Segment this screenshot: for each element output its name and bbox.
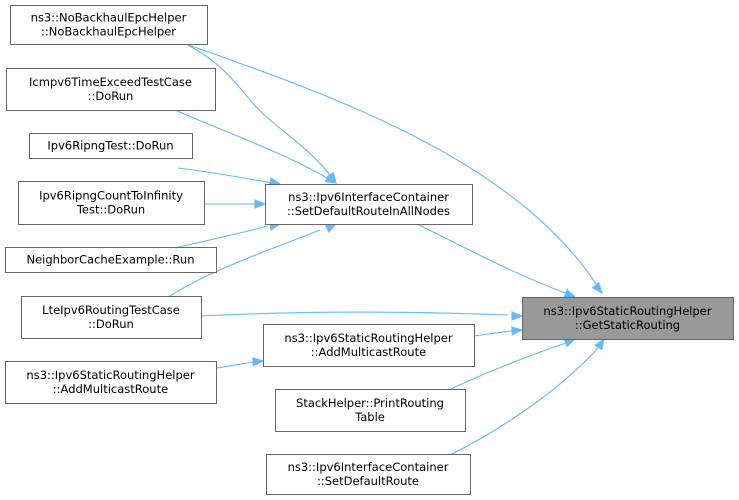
edge-arrowhead <box>324 223 338 233</box>
edge-arrowhead <box>511 311 524 321</box>
node-label-line: Ipv6RipngTest::DoRun <box>47 139 173 153</box>
node-label-line: ::NoBackhaulEpcHelper <box>41 25 176 39</box>
edge-line <box>185 43 603 294</box>
edge-lteipv6-to-getstatic <box>200 311 524 321</box>
edge-addmc_mid-to-getstatic <box>473 326 524 337</box>
edge-arrowhead <box>252 357 265 367</box>
edge-setdefaultall-to-getstatic <box>416 223 577 298</box>
node-box[interactable] <box>265 184 473 225</box>
edge-nobackhaul-to-getstatic <box>185 43 603 295</box>
node-nobackhaul[interactable]: ns3::NoBackhaulEpcHelper::NoBackhaulEpcH… <box>10 5 208 45</box>
node-box[interactable] <box>275 389 466 432</box>
node-lteipv6[interactable]: LteIpv6RoutingTestCase::DoRun <box>21 296 202 339</box>
edge-arrowhead <box>511 326 524 336</box>
node-label-line: NeighborCacheExample::Run <box>27 253 195 267</box>
node-label-line: ::DoRun <box>88 317 134 331</box>
node-label-line: LteIpv6RoutingTestCase <box>42 303 180 317</box>
node-label-line: ::AddMulticastRoute <box>53 382 168 396</box>
node-box[interactable] <box>18 181 205 225</box>
node-box[interactable] <box>29 133 193 159</box>
edge-line <box>451 347 599 455</box>
node-box[interactable] <box>5 361 217 404</box>
edge-line <box>450 342 567 390</box>
node-label-line: ns3::Ipv6InterfaceContainer <box>288 460 449 474</box>
edge-arrowhead <box>591 281 603 295</box>
node-neighbor[interactable]: NeighborCacheExample::Run <box>5 247 217 273</box>
node-label-line: StackHelper::PrintRouting <box>296 396 444 410</box>
node-label-line: ns3::Ipv6StaticRoutingHelper <box>26 368 194 382</box>
node-label-line: ns3::Ipv6StaticRoutingHelper <box>284 331 452 345</box>
node-label-line: ::SetDefaultRoute <box>317 474 419 488</box>
edge-arrowhead <box>254 199 267 209</box>
node-box[interactable] <box>266 454 471 495</box>
node-label-line: ::GetStaticRouting <box>575 318 680 332</box>
node-label-line: Icmpv6TimeExceedTestCase <box>29 75 192 89</box>
nodes-layer: ns3::NoBackhaulEpcHelper::NoBackhaulEpcH… <box>5 5 734 495</box>
edge-line <box>177 167 273 184</box>
node-setdefault[interactable]: ns3::Ipv6InterfaceContainer::SetDefaultR… <box>266 454 471 495</box>
edge-line <box>169 229 321 297</box>
node-label-line: ::DoRun <box>88 89 134 103</box>
edge-nobackhaul-to-setdefaultall <box>185 43 337 185</box>
node-box[interactable] <box>263 324 475 367</box>
edge-arrowhead <box>563 288 577 298</box>
edge-arrowhead <box>594 337 605 351</box>
edge-icmpv6-to-setdefaultall <box>174 109 338 184</box>
edge-line <box>185 43 333 179</box>
edge-neighbor-to-setdefaultall <box>169 221 282 250</box>
edge-line <box>174 109 331 181</box>
node-setdefaultall[interactable]: ns3::Ipv6InterfaceContainer::SetDefaultR… <box>265 184 473 225</box>
node-label-line: Test::DoRun <box>76 203 145 217</box>
edge-line <box>473 330 513 337</box>
node-addmc_mid[interactable]: ns3::Ipv6StaticRoutingHelper::AddMultica… <box>263 324 475 367</box>
node-getstatic[interactable]: ns3::Ipv6StaticRoutingHelper::GetStaticR… <box>522 297 734 340</box>
node-box[interactable] <box>5 247 217 273</box>
node-label-line: ns3::NoBackhaulEpcHelper <box>31 11 187 25</box>
node-ripngtest[interactable]: Ipv6RipngTest::DoRun <box>29 133 193 159</box>
node-addmc_left[interactable]: ns3::Ipv6StaticRoutingHelper::AddMultica… <box>5 361 217 404</box>
node-box[interactable] <box>6 68 216 111</box>
node-icmpv6[interactable]: Icmpv6TimeExceedTestCase::DoRun <box>6 68 216 111</box>
edge-addmc_left-to-addmc_mid <box>215 357 265 369</box>
node-box[interactable] <box>21 296 202 339</box>
edge-line <box>169 225 269 250</box>
node-label-line: Table <box>354 410 385 424</box>
edge-ripngcount-to-setdefaultall <box>204 199 267 209</box>
node-label-line: ns3::Ipv6StaticRoutingHelper <box>543 304 711 318</box>
node-label-line: ns3::Ipv6InterfaceContainer <box>288 190 449 204</box>
node-box[interactable] <box>10 5 208 45</box>
node-label-line: Ipv6RipngCountToInfinity <box>39 189 183 203</box>
edge-line <box>200 311 509 317</box>
edge-arrowhead <box>324 173 338 184</box>
node-label-line: ::SetDefaultRouteInAllNodes <box>287 204 450 218</box>
node-box[interactable] <box>522 297 734 340</box>
edge-line <box>215 361 255 369</box>
edge-line <box>416 223 566 294</box>
node-label-line: ::AddMulticastRoute <box>311 345 426 359</box>
edge-setdefault-to-getstatic <box>451 337 605 455</box>
